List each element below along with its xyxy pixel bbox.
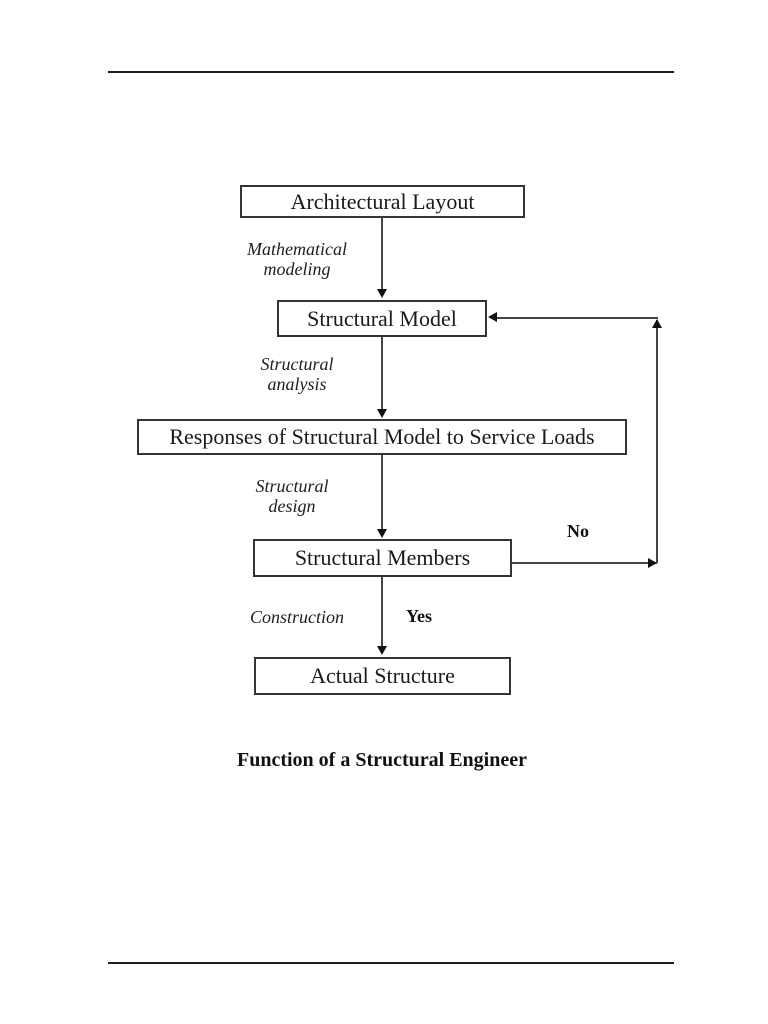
arrowhead-left-icon: [488, 312, 497, 322]
edge-label-line: Construction: [249, 607, 344, 627]
arrowhead-right-icon: [648, 558, 657, 568]
arrowhead-up-icon: [652, 319, 662, 328]
arrowhead-down-icon: [377, 409, 387, 418]
edge-label-line: Structural: [260, 354, 334, 374]
branch-label-no: No: [567, 521, 589, 541]
edge-label-structural-analysis: Structural analysis: [227, 354, 367, 394]
page-bottom-rule: [108, 962, 674, 964]
page-top-rule: [108, 71, 674, 73]
arrowhead-down-icon: [377, 646, 387, 655]
edge-label-structural-design: Structural design: [222, 476, 362, 516]
feedback-line-bottom: [511, 562, 657, 564]
feedback-line-vertical: [656, 320, 658, 563]
figure-caption: Function of a Structural Engineer: [237, 749, 527, 771]
edge-label-line: analysis: [267, 374, 327, 394]
flow-line-3: [381, 455, 383, 530]
node-structural-members: Structural Members: [253, 539, 512, 577]
node-actual-structure: Actual Structure: [254, 657, 511, 695]
arrowhead-down-icon: [377, 289, 387, 298]
branch-label-yes: Yes: [406, 606, 432, 626]
node-architectural-layout: Architectural Layout: [240, 185, 525, 218]
edge-label-line: modeling: [263, 259, 331, 279]
arrowhead-down-icon: [377, 529, 387, 538]
edge-label-line: Structural: [255, 476, 329, 496]
feedback-line-top: [497, 317, 658, 319]
node-structural-members-label: Structural Members: [294, 545, 471, 570]
flow-line-1: [381, 217, 383, 290]
edge-label-line: Mathematical: [247, 239, 347, 259]
edge-label-construction: Construction: [227, 607, 367, 627]
flow-line-2: [381, 337, 383, 410]
edge-label-mathematical-modeling: Mathematical modeling: [227, 239, 367, 279]
node-structural-model: Structural Model: [277, 300, 487, 337]
node-responses-service-loads: Responses of Structural Model to Service…: [137, 419, 627, 455]
node-responses-service-loads-label: Responses of Structural Model to Service…: [169, 424, 595, 449]
node-architectural-layout-label: Architectural Layout: [290, 188, 475, 214]
flow-line-4: [381, 577, 383, 647]
node-actual-structure-label: Actual Structure: [310, 663, 455, 688]
edge-label-line: design: [268, 496, 316, 516]
node-structural-model-label: Structural Model: [307, 305, 457, 331]
